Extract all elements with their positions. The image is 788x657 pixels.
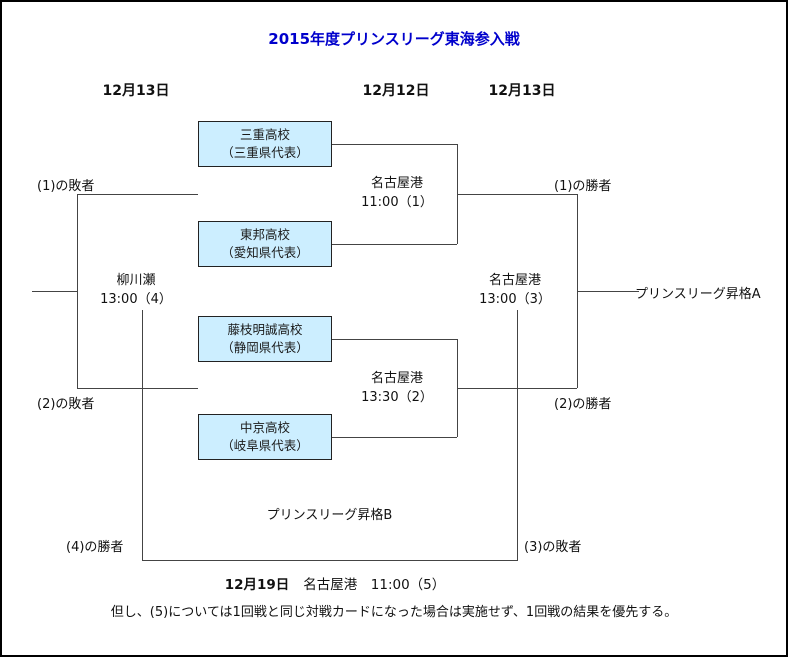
promotion-a-label: プリンスリーグ昇格A (635, 287, 761, 302)
bracket-line (332, 244, 457, 245)
bracket-line (332, 144, 457, 145)
team-name: 中京高校 (239, 420, 290, 435)
match2-label: 名古屋港 13:30（2） (351, 369, 443, 407)
bracket-line (142, 560, 518, 561)
bracket-line (77, 194, 198, 195)
bracket-line (77, 388, 198, 389)
date-header-right: 12月13日 (488, 83, 556, 99)
bracket-line (77, 194, 78, 388)
match-time: 11:00（1） (361, 195, 433, 210)
bracket-line (457, 194, 577, 195)
bracket-line (517, 310, 518, 560)
match-time: 13:30（2） (361, 390, 433, 405)
team-name: 東邦高校 (239, 227, 290, 242)
loser2-label: (2)の敗者 (37, 397, 95, 412)
team-box-toho: 東邦高校 （愛知県代表） (198, 221, 332, 267)
winner4-label: (4)の勝者 (66, 540, 124, 555)
loser1-label: (1)の敗者 (37, 179, 95, 194)
team-box-mie: 三重高校 （三重県代表） (198, 121, 332, 167)
winner2-label: (2)の勝者 (554, 397, 612, 412)
match-time: 13:00（4） (100, 292, 172, 307)
bracket-line (577, 291, 639, 292)
date-header-left: 12月13日 (102, 83, 170, 99)
team-name: 三重高校 (239, 127, 290, 142)
promotion-b-label: プリンスリーグ昇格B (266, 508, 393, 523)
bracket-line (32, 291, 77, 292)
match-venue: 名古屋港 (370, 176, 423, 191)
match3-label: 名古屋港 13:00（3） (469, 271, 561, 309)
team-box-chukyo: 中京高校 （岐阜県代表） (198, 414, 332, 460)
match-time: 13:00（3） (479, 292, 551, 307)
match5-schedule: 12月19日名古屋港 11:00（5） (135, 573, 535, 593)
bracket-line (332, 437, 457, 438)
match1-label: 名古屋港 11:00（1） (351, 174, 443, 212)
footnote: 但し、(5)については1回戦と同じ対戦カードになった場合は実施せず、1回戦の結果… (110, 605, 678, 620)
match-venue: 柳川瀬 (116, 273, 156, 288)
winner1-label: (1)の勝者 (554, 179, 612, 194)
team-region: （愛知県代表） (221, 245, 309, 260)
team-region: （三重県代表） (221, 145, 309, 160)
team-region: （静岡県代表） (221, 340, 309, 355)
match-venue: 名古屋港 (488, 273, 541, 288)
loser3-label: (3)の敗者 (524, 540, 582, 555)
bracket-line (332, 339, 457, 340)
date-header-middle: 12月12日 (362, 83, 430, 99)
bracket-line (142, 310, 143, 560)
team-name: 藤枝明誠高校 (227, 322, 303, 337)
team-box-fujieda-meisei: 藤枝明誠高校 （静岡県代表） (198, 316, 332, 362)
page-title: 2015年度プリンスリーグ東海参入戦 (268, 30, 520, 48)
match5-date: 12月19日 (224, 577, 290, 593)
match5-info: 名古屋港 11:00（5） (303, 577, 446, 593)
match-venue: 名古屋港 (370, 371, 423, 386)
team-region: （岐阜県代表） (221, 438, 309, 453)
match4-label: 柳川瀬 13:00（4） (90, 271, 182, 309)
